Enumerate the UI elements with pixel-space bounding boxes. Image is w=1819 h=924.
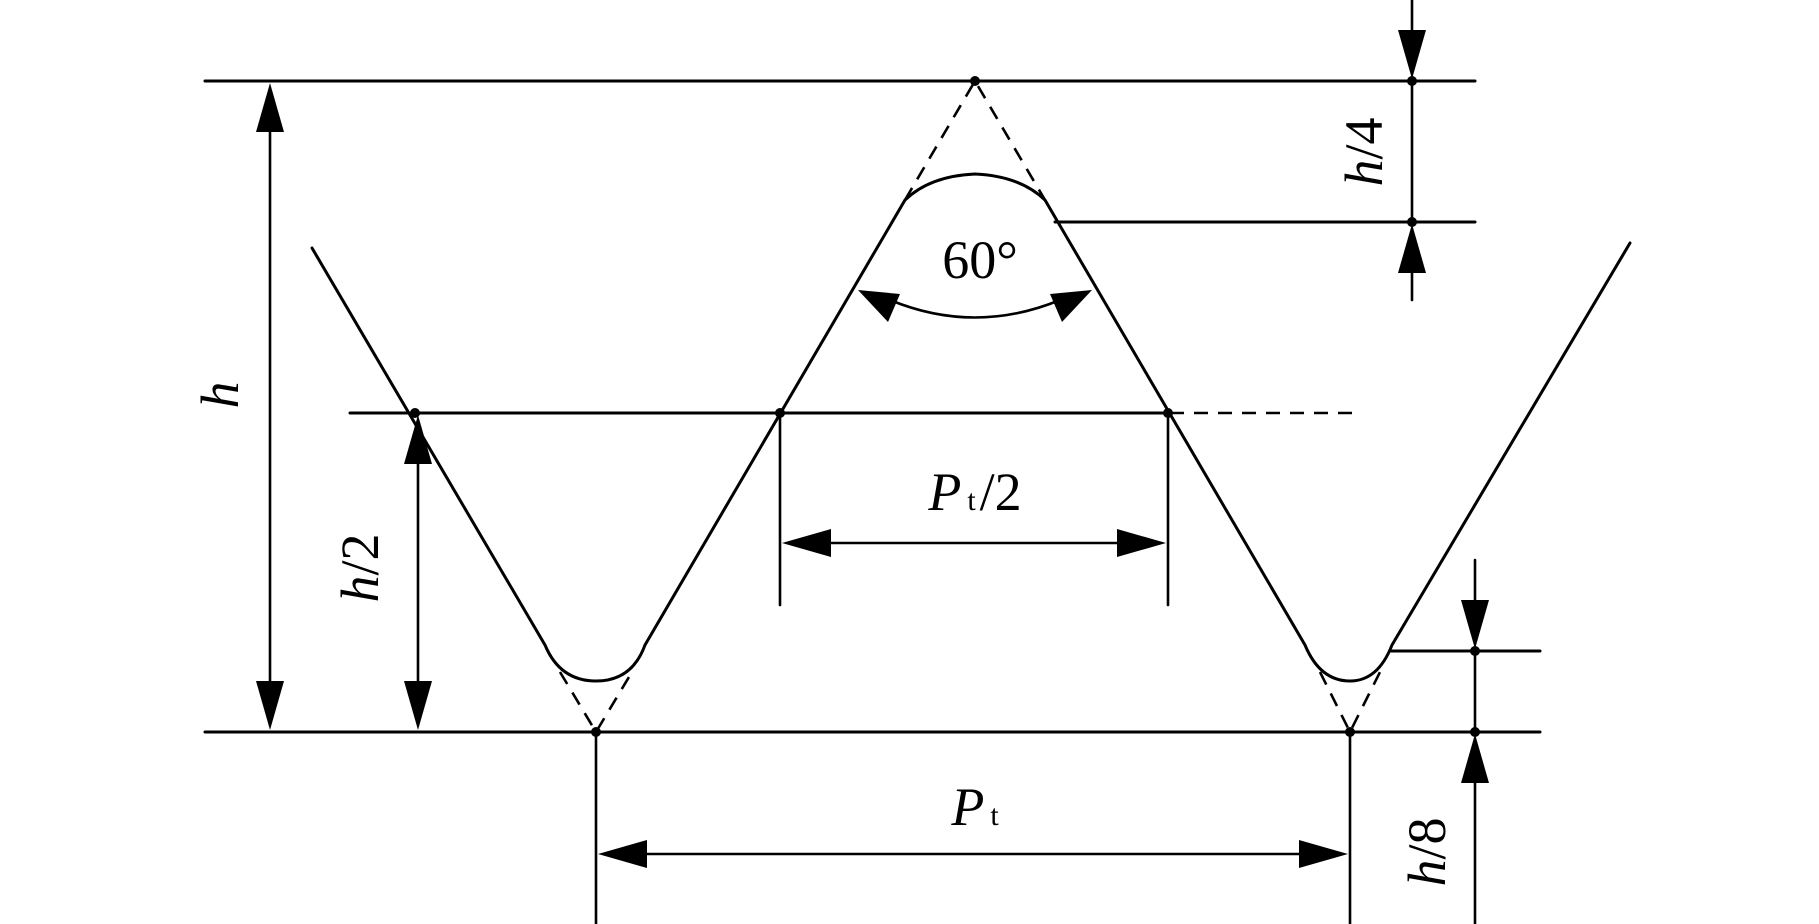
angle-label: 60° [942,230,1018,290]
dimension-h [256,83,284,730]
height-quarter-label: h/4 [1334,117,1394,186]
dot-crest-apex [970,76,980,86]
height-half-label: h/2 [330,533,390,602]
height-eighth-label: h/8 [1397,817,1457,886]
dot-pitch-left [410,408,420,418]
dimension-h-quarter [1398,0,1426,302]
height-full-label: h [190,382,250,409]
dimension-half-pitch [778,411,1170,607]
angle-60-dimension [858,290,1092,322]
crest-sharp-vee [903,78,1047,201]
dimension-h-eighth [1461,558,1489,924]
dimension-pitch [594,730,1352,924]
thread-profile [310,172,1632,683]
dimension-h-half [404,415,432,730]
